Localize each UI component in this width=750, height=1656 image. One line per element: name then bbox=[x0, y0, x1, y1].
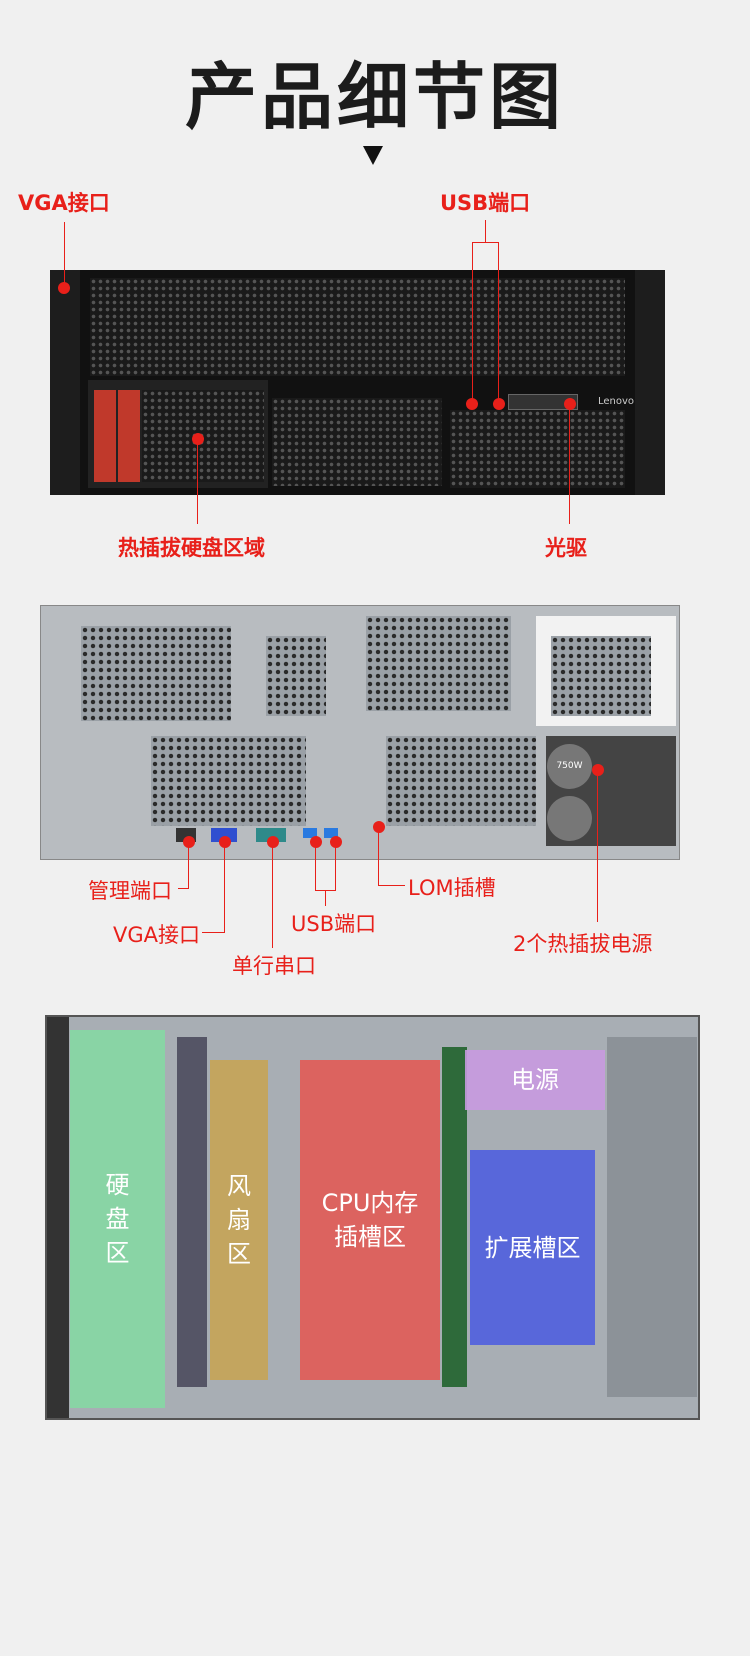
label-lom-slot: LOM插槽 bbox=[408, 876, 496, 900]
label-serial-port: 单行串口 bbox=[232, 954, 316, 978]
label-mgmt-port: 管理端口 bbox=[88, 879, 172, 903]
psu-2 bbox=[547, 796, 592, 841]
brand-logo: Lenovo bbox=[598, 396, 635, 407]
triangle-down-icon bbox=[363, 146, 383, 165]
zone-fans: 风 扇 区 bbox=[210, 1060, 268, 1380]
zone-power: 电源 bbox=[465, 1050, 605, 1110]
psu-1: 750W bbox=[547, 744, 592, 789]
server-rear-image: 750W bbox=[40, 605, 680, 860]
zone-cpu-memory: CPU内存 插槽区 bbox=[300, 1060, 440, 1380]
server-front-image: Lenovo bbox=[50, 270, 665, 495]
label-optical-drive: 光驱 bbox=[545, 536, 587, 560]
label-usb-front: USB端口 bbox=[440, 191, 531, 215]
label-usb-rear: USB端口 bbox=[291, 912, 377, 936]
label-vga-rear: VGA接口 bbox=[113, 923, 201, 947]
label-vga-front: VGA接口 bbox=[18, 191, 110, 215]
zone-drives: 硬 盘 区 bbox=[70, 1030, 165, 1408]
zone-expansion: 扩展槽区 bbox=[470, 1150, 595, 1345]
label-hotswap-psu: 2个热插拔电源 bbox=[513, 932, 653, 956]
label-hotswap-drives: 热插拔硬盘区域 bbox=[118, 536, 265, 560]
page-title: 产品细节图 bbox=[184, 55, 565, 139]
